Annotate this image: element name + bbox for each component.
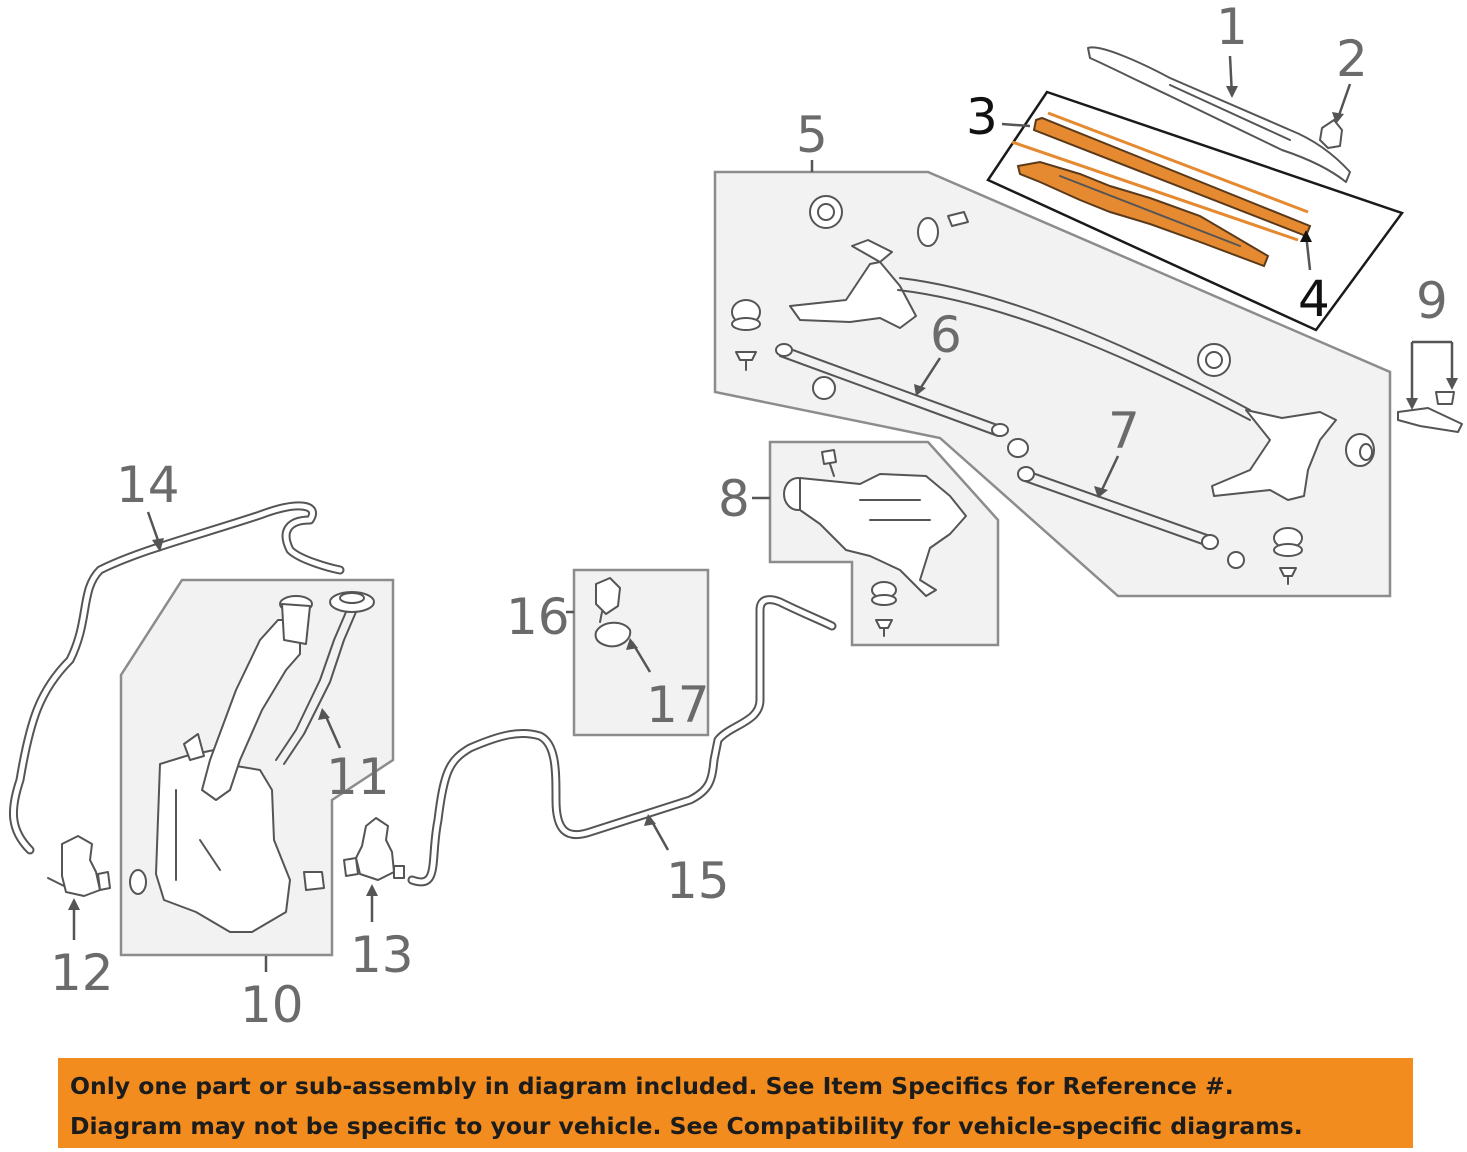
washer-hose-14 bbox=[8, 501, 345, 855]
ref-number-6: 6 bbox=[930, 306, 962, 364]
linkage-assembly-parts bbox=[731, 195, 1375, 585]
washer-hose-15 bbox=[407, 595, 837, 887]
ref-number-5: 5 bbox=[796, 106, 828, 164]
ref-number-8: 8 bbox=[718, 470, 750, 528]
washer-nozzle-part bbox=[594, 577, 632, 648]
ref-number-2: 2 bbox=[1336, 30, 1368, 88]
washer-pump-13 bbox=[343, 817, 405, 881]
leader-lines bbox=[68, 55, 1458, 972]
ref-number-11: 11 bbox=[326, 748, 390, 806]
disclaimer-line-1: Only one part or sub-assembly in diagram… bbox=[70, 1072, 1234, 1100]
ref-number-10: 10 bbox=[240, 976, 304, 1034]
ref-number-3: 3 bbox=[966, 88, 998, 146]
washer-reservoir-part bbox=[129, 591, 375, 933]
washer-pump-12 bbox=[47, 835, 111, 897]
wiper-blade-part bbox=[1011, 111, 1312, 268]
ref-number-15: 15 bbox=[666, 852, 730, 910]
ref-number-9: 9 bbox=[1416, 272, 1448, 330]
ref-number-13: 13 bbox=[350, 926, 414, 984]
ref-number-12: 12 bbox=[50, 944, 114, 1002]
wiper-motor-part bbox=[783, 449, 967, 637]
ref-number-14: 14 bbox=[116, 456, 180, 514]
arm-cap-part bbox=[1319, 119, 1343, 149]
disclaimer-line-2: Diagram may not be specific to your vehi… bbox=[70, 1112, 1303, 1140]
ref-number-17: 17 bbox=[646, 676, 710, 734]
pivot-cap-part bbox=[1397, 391, 1463, 433]
ref-number-1: 1 bbox=[1216, 0, 1248, 56]
ref-number-16: 16 bbox=[506, 588, 570, 646]
ref-number-7: 7 bbox=[1108, 402, 1140, 460]
wiper-arm-part bbox=[1087, 46, 1351, 183]
disclaimer-banner: Only one part or sub-assembly in diagram… bbox=[58, 1058, 1413, 1148]
ref-number-4: 4 bbox=[1298, 270, 1330, 328]
